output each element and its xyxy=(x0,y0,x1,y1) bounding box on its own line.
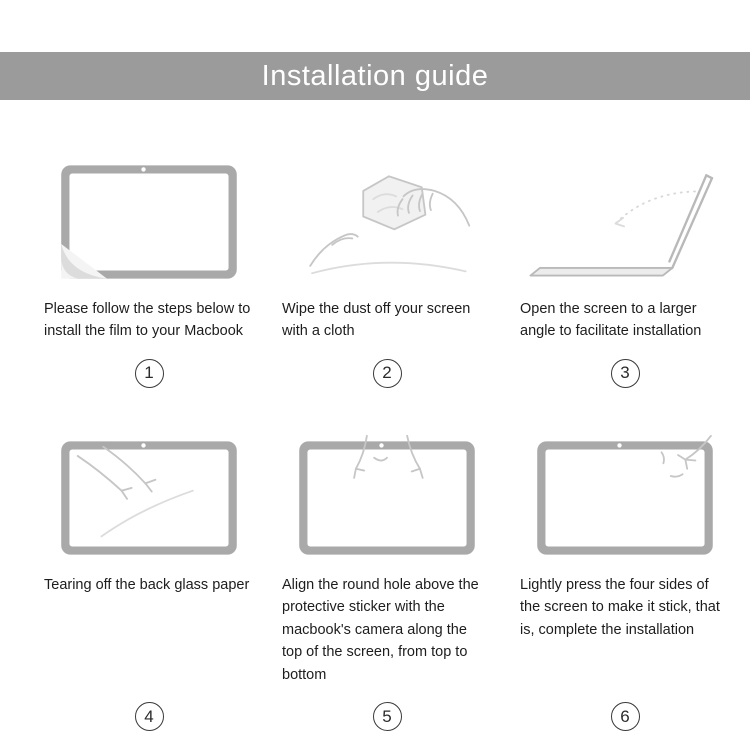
step-number-badge: 1 xyxy=(134,358,164,388)
step-caption: Wipe the dust off your screen with a clo… xyxy=(282,301,471,340)
step-number-badge: 3 xyxy=(610,358,640,388)
open-laptop-icon xyxy=(529,174,714,277)
press-four-sides-icon xyxy=(537,434,713,555)
wipe-cloth-icon xyxy=(309,175,471,275)
step-card-6: Lightly press the four sides of the scre… xyxy=(506,430,744,732)
step-card-2: Wipe the dust off your screen with a clo… xyxy=(268,154,506,388)
align-camera-hole-illustration xyxy=(268,430,506,562)
step-card-4: Tearing off the back glass paper 4 xyxy=(30,430,268,732)
step-card-3: Open the screen to a larger angle to fac… xyxy=(506,154,744,388)
page-title: Installation guide xyxy=(261,59,489,92)
align-camera-hole-icon xyxy=(299,434,475,555)
macbook-film-peel-icon xyxy=(61,165,237,279)
macbook-film-peel-illustration xyxy=(30,154,268,286)
step-caption: Tearing off the back glass paper xyxy=(44,576,250,593)
step-number-badge: 5 xyxy=(372,702,402,732)
step-number-badge: 2 xyxy=(372,358,402,388)
press-four-sides-illustration xyxy=(506,430,744,562)
step-card-1: Please follow the steps below to install… xyxy=(30,154,268,388)
open-laptop-illustration xyxy=(506,154,744,286)
step-card-5: Align the round hole above the protectiv… xyxy=(268,430,506,732)
step-number-badge: 4 xyxy=(134,702,164,732)
header-banner: Installation guide xyxy=(0,52,750,100)
step-caption: Please follow the steps below to install… xyxy=(44,301,251,340)
tear-back-paper-icon xyxy=(61,441,237,555)
step-caption: Lightly press the four sides of the scre… xyxy=(520,576,720,638)
tear-back-paper-illustration xyxy=(30,430,268,562)
wipe-cloth-illustration xyxy=(268,154,506,286)
steps-grid: Please follow the steps below to install… xyxy=(0,100,750,732)
step-caption: Align the round hole above the protectiv… xyxy=(282,576,479,683)
step-number-badge: 6 xyxy=(610,702,640,732)
step-caption: Open the screen to a larger angle to fac… xyxy=(520,301,702,340)
